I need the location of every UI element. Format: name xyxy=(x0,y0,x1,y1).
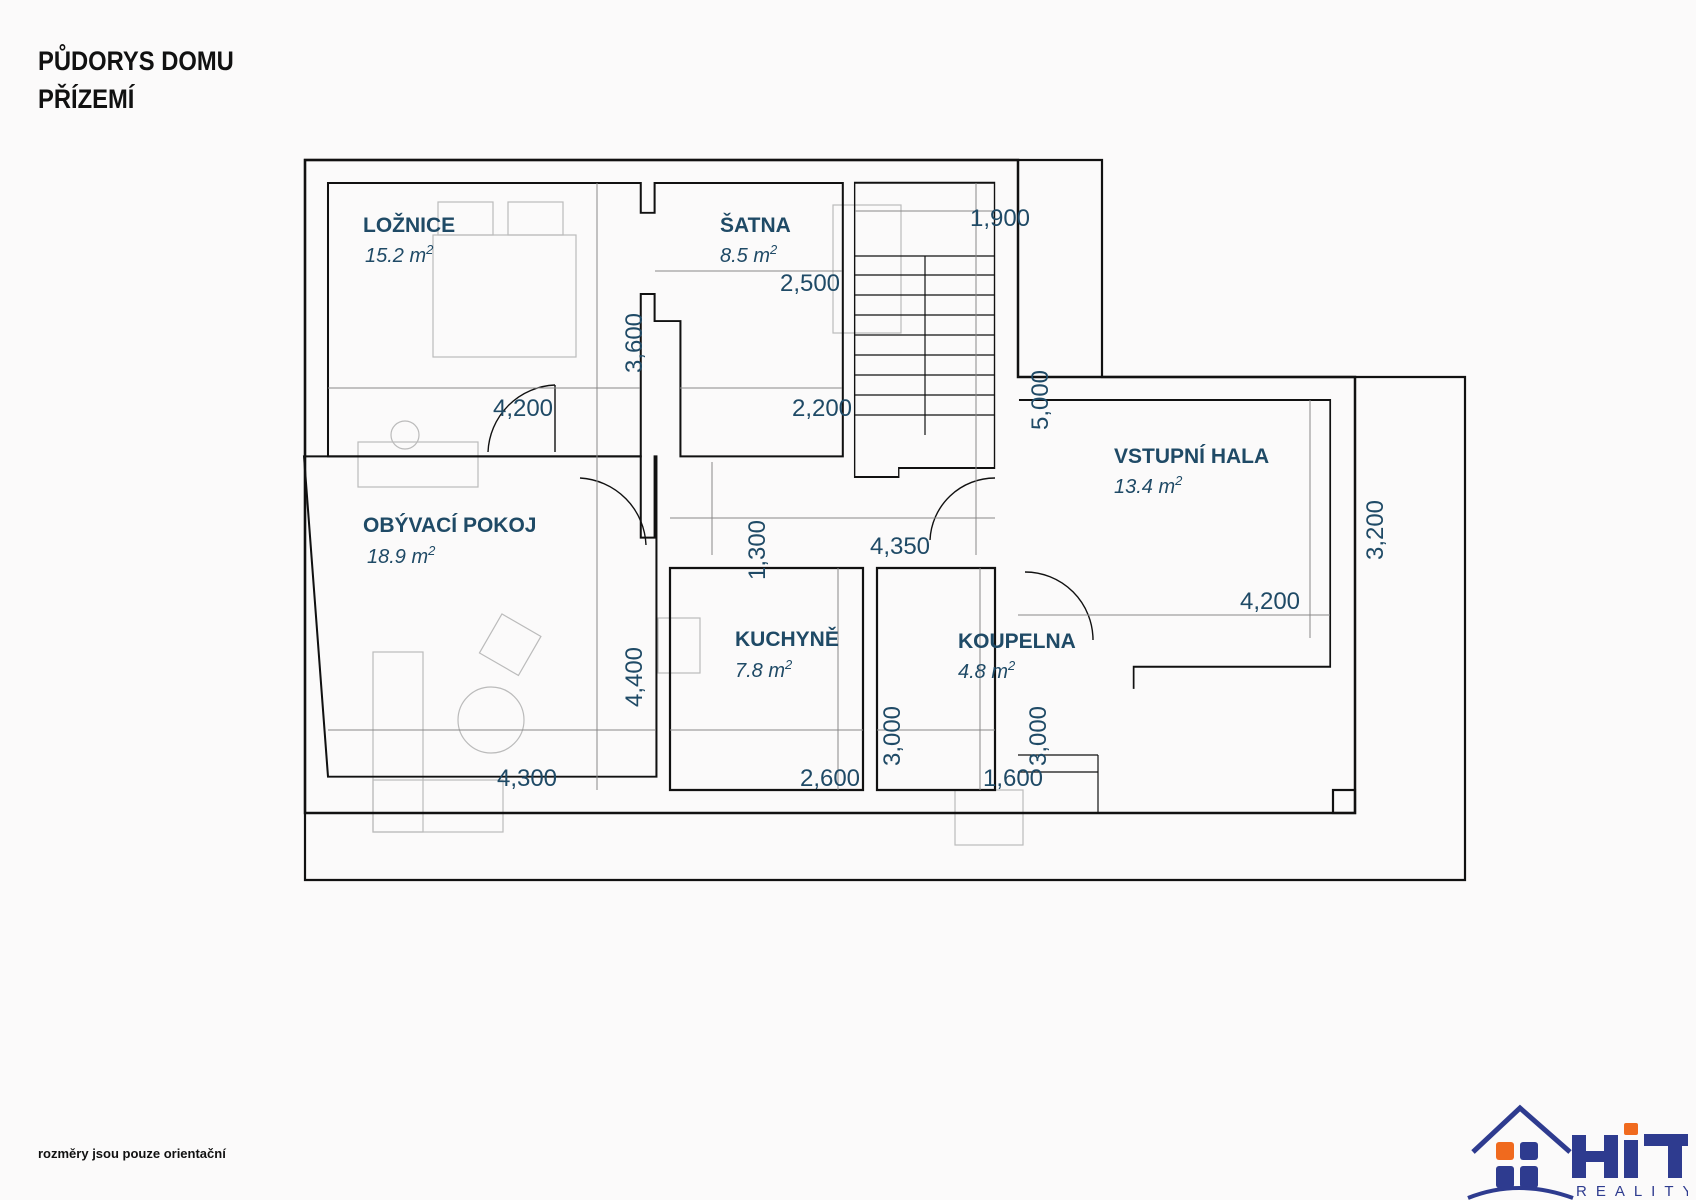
pillar xyxy=(1331,788,1357,815)
dim-living-height: 4,400 xyxy=(621,647,648,707)
dim-bathroom-width: 1,600 xyxy=(983,765,1043,792)
dimension-lines xyxy=(328,183,1330,790)
living-room-walls xyxy=(302,455,658,778)
dim-hall-height: 3,200 xyxy=(1362,500,1389,560)
koupelna-walls xyxy=(875,566,997,792)
dim-corridor-width: 4,350 xyxy=(870,533,930,560)
dim-living-width: 4,300 xyxy=(497,765,557,792)
room-area-satna: 8.5 m2 xyxy=(720,242,778,267)
hit-reality-logo: REALITY xyxy=(1467,1104,1688,1200)
dim-satna-width-2: 2,200 xyxy=(792,395,852,422)
plan-title: PŮDORYS DOMU PŘÍZEMÍ xyxy=(38,42,234,118)
room-name-satna: ŠATNA xyxy=(720,213,791,237)
dim-corridor-height: 1,300 xyxy=(744,520,771,580)
room-name-obyvaci: OBÝVACÍ POKOJ xyxy=(363,513,536,537)
title-line-1: PŮDORYS DOMU xyxy=(38,46,234,76)
staircase-walls xyxy=(853,181,996,478)
logo-subtext: REALITY xyxy=(1576,1183,1688,1200)
room-area-koupelna: 4.8 m2 xyxy=(958,658,1016,683)
dim-kitchen-height: 3,000 xyxy=(879,706,906,766)
furniture xyxy=(357,201,1024,846)
kuchyne-walls xyxy=(668,566,865,792)
room-area-kuchyne: 7.8 m2 xyxy=(735,657,793,682)
stair-treads xyxy=(855,255,1099,813)
room-name-koupelna: KOUPELNA xyxy=(958,630,1076,653)
dim-stairs-height: 5,000 xyxy=(1027,370,1054,430)
room-area-vstupni-hala: 13.4 m2 xyxy=(1114,473,1183,498)
room-name-vstupni-hala: VSTUPNÍ HALA xyxy=(1114,445,1269,468)
dim-hall-width: 4,200 xyxy=(1240,588,1300,615)
disclaimer-note: rozměry jsou pouze orientační xyxy=(38,1146,226,1161)
title-line-2: PŘÍZEMÍ xyxy=(38,84,135,114)
room-name-loznice: LOŽNICE xyxy=(363,213,455,237)
entry-hall-walls xyxy=(1018,398,1332,689)
loznice-walls xyxy=(326,182,844,458)
room-area-obyvaci: 18.9 m2 xyxy=(367,543,436,568)
dim-satna-width-1: 2,500 xyxy=(780,270,840,297)
dim-bathroom-height: 3,000 xyxy=(1025,706,1052,766)
dim-loznice-width: 4,200 xyxy=(493,395,553,422)
dim-stairs-width: 1,900 xyxy=(970,205,1030,232)
exterior-outline xyxy=(303,158,1357,815)
room-area-loznice: 15.2 m2 xyxy=(365,242,434,267)
dim-loznice-height: 3,600 xyxy=(621,313,648,373)
room-name-kuchyne: KUCHYNĚ xyxy=(735,627,839,651)
doors xyxy=(487,384,1094,641)
outer-wall xyxy=(303,158,1467,882)
dim-kitchen-width: 2,600 xyxy=(800,765,860,792)
